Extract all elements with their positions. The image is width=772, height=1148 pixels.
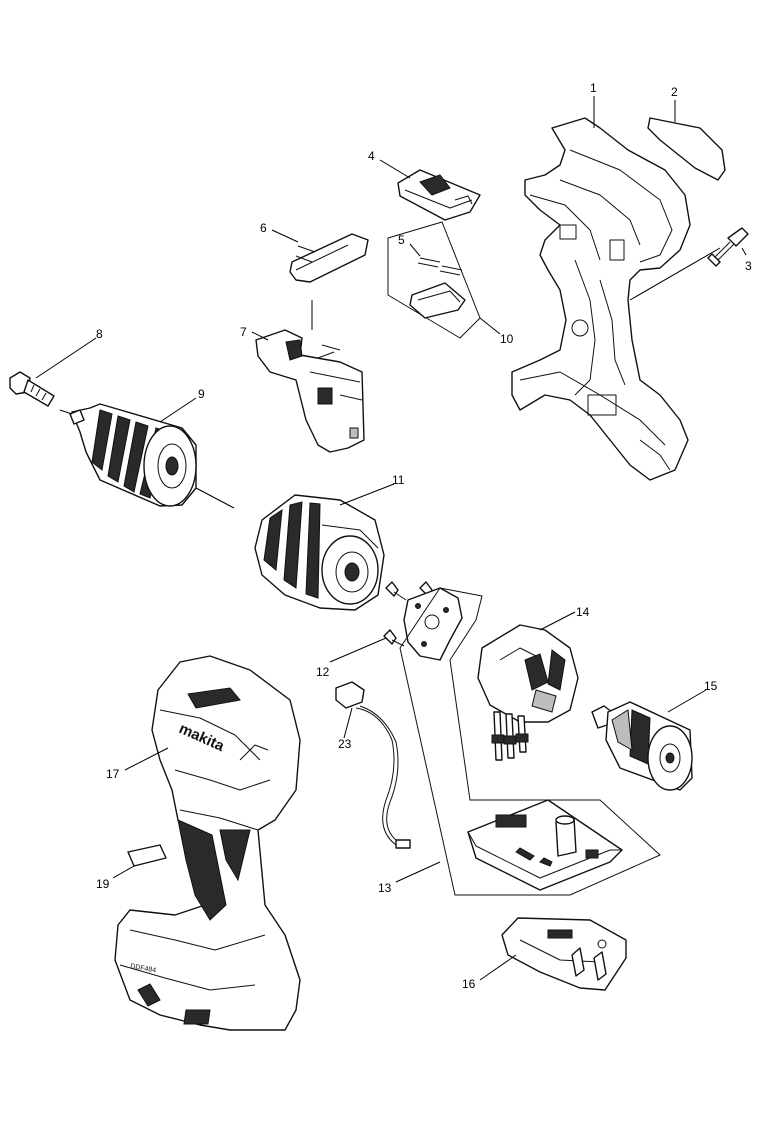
callouts: 1 2 3 4 5 6 7 8 9 10 11 12 13 14 15 16 1…	[96, 81, 752, 991]
callout-12: 12	[316, 665, 330, 679]
callout-23: 23	[338, 737, 352, 751]
part-chuck	[69, 403, 197, 507]
callout-1: 1	[590, 81, 597, 95]
part-screw-3	[707, 227, 749, 267]
part-led-wire	[335, 681, 411, 849]
part-group-10	[387, 221, 481, 339]
callout-4: 4	[368, 149, 375, 163]
callout-17: 17	[106, 767, 120, 781]
part-switch-cover	[397, 169, 481, 221]
callout-11: 11	[392, 473, 405, 487]
part-stator	[477, 624, 579, 761]
callout-3: 3	[745, 259, 752, 273]
part-controller-board	[467, 799, 623, 891]
part-switch-lever	[289, 233, 369, 283]
callout-8: 8	[96, 327, 103, 341]
callout-7: 7	[240, 325, 247, 339]
part-terminal	[501, 917, 627, 991]
callout-16: 16	[462, 977, 476, 991]
part-small-label	[127, 844, 167, 867]
part-switch	[255, 329, 365, 453]
part-group-13	[399, 587, 661, 896]
callout-5: 5	[398, 233, 405, 247]
callout-2: 2	[671, 85, 678, 99]
callout-6: 6	[260, 221, 267, 235]
part-gear-assembly	[254, 494, 385, 611]
callout-9: 9	[198, 387, 205, 401]
part-housing-left: makita DDF484	[114, 655, 301, 1031]
part-rotor	[591, 701, 693, 791]
part-bracket-plate	[403, 587, 463, 661]
model-text: DDF484	[130, 963, 157, 974]
part-label-plate	[647, 117, 726, 181]
part-housing-right	[511, 117, 691, 481]
part-chuck-screw	[9, 371, 55, 407]
callout-13: 13	[378, 881, 392, 895]
callout-10: 10	[500, 332, 514, 346]
callout-15: 15	[704, 679, 718, 693]
callout-19: 19	[96, 877, 110, 891]
callout-14: 14	[576, 605, 590, 619]
leader-lines	[35, 96, 747, 981]
